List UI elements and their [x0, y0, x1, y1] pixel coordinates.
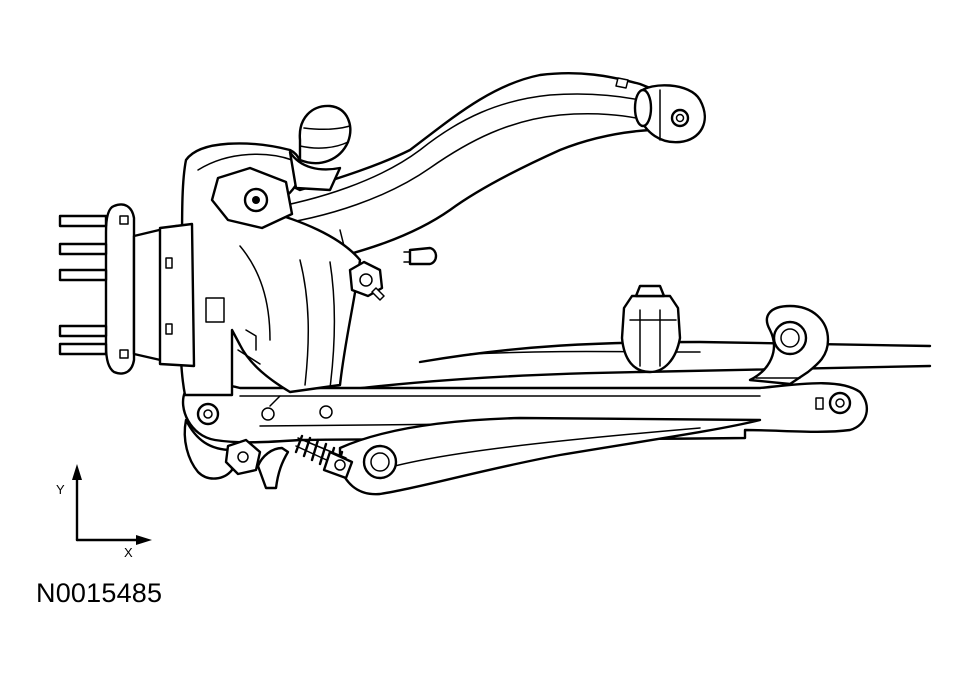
figure-id: N0015485 — [36, 578, 163, 608]
wheel-hub — [58, 203, 196, 375]
y-axis-label: Y — [56, 482, 65, 497]
ball-joint-boot — [288, 104, 352, 192]
lower-bolt — [183, 418, 290, 490]
x-axis-label: X — [124, 545, 133, 560]
upper-arm-bushing — [633, 84, 706, 144]
bracket-nut — [348, 260, 385, 301]
knuckle-hex-plate — [210, 166, 294, 230]
end-link — [748, 304, 830, 386]
stabilizer-bushing — [620, 284, 682, 374]
coil-bushing — [294, 434, 354, 480]
trailing-link — [338, 416, 762, 496]
sensor-clip — [403, 246, 438, 266]
axis-indicator: Y X — [56, 464, 152, 560]
